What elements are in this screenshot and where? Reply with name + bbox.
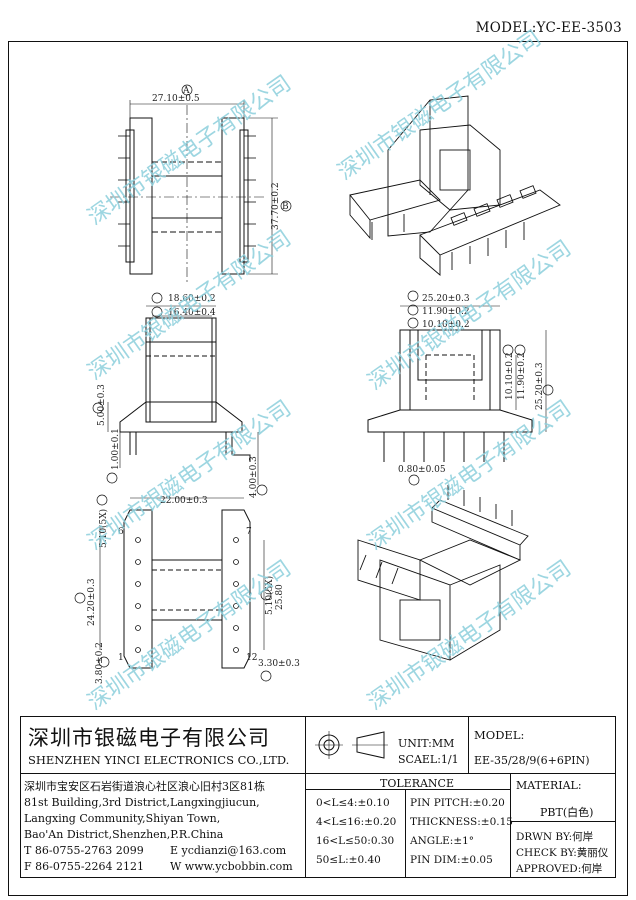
dim-v-value: 3.30±0.3 (258, 659, 300, 669)
dim-j-value: 10.10±0.2 (422, 320, 470, 330)
drawn-by: DRWN BY:何岸 (516, 831, 594, 843)
front-view (367, 290, 554, 486)
dim-k-value: 10.10±0.2 (505, 352, 515, 400)
email: E ycdianzi@163.com (170, 844, 287, 857)
material-label: MATERIAL: (516, 779, 582, 792)
approved-by: APPROVED:何岸 (516, 863, 603, 875)
company-name-en: SHENZHEN YINCI ELECTRONICS CO.,LTD. (28, 753, 290, 767)
dim-q-value: 5.10(5X) (98, 509, 109, 548)
angle: ANGLE:±1° (410, 835, 475, 847)
dim-u-value: 5.10(5X) (264, 576, 275, 615)
dim-r-value: 24.20±0.3 (87, 578, 97, 626)
dim-s-value: 3.80±0.2 (95, 642, 105, 684)
pin-dim: PIN DIM:±0.05 (410, 854, 493, 866)
dim-d-value: 16.40±0.4 (168, 308, 216, 318)
iso-view-top (349, 95, 561, 276)
iso-view-bottom (357, 485, 529, 661)
dim-e-value: 5.00±0.3 (97, 384, 107, 426)
pin-12-label: 12 (246, 653, 257, 663)
address-cn: 深圳市宝安区石岩街道浪心社区浪心旧村3区81栋 (24, 780, 265, 793)
side-view (92, 292, 268, 496)
address-en-3: Bao'An District,Shenzhen,P.R.China (24, 828, 224, 841)
technical-drawing: A 27.10±0.5 B 37.70±0.2 18.60±0.2 16.40±… (74, 84, 561, 684)
phone: T 86-0755-2763 2099 (24, 844, 144, 857)
unit-label: UNIT:MM (398, 737, 455, 750)
title-block: 深圳市银磁电子有限公司 SHENZHEN YINCI ELECTRONICS C… (20, 716, 616, 878)
bottom-view (74, 494, 272, 682)
pin-7-label: 7 (246, 527, 252, 537)
website: W www.ycbobbin.com (170, 860, 293, 873)
dim-t-value: 25.80 (275, 584, 285, 610)
dim-h-value: 25.20±0.3 (422, 294, 470, 304)
address-en-2: Langxing Community,Shiyan Town, (24, 812, 221, 825)
pin-6-label: 6 (118, 527, 124, 537)
dim-p-value: 22.00±0.3 (160, 496, 208, 506)
dim-a-label: A (182, 86, 190, 96)
tolerance-row-1: 0<L≤4:±0.10 (316, 797, 390, 809)
thickness: THICKNESS:±0.15 (410, 816, 513, 828)
dim-b-value: 37.70±0.2 (271, 182, 281, 230)
tolerance-row-2: 4<L≤16:±0.20 (316, 816, 397, 828)
dim-c-value: 18.60±0.2 (168, 294, 216, 304)
check-by: CHECK BY:黄丽仪 (516, 847, 609, 859)
top-view (110, 84, 292, 285)
tolerance-row-3: 16<L≤50:0.30 (316, 835, 395, 847)
material-value: PBT(白色) (540, 806, 594, 819)
projection-symbol-icon (315, 731, 388, 759)
tolerance-row-4: 50≤L:±0.40 (316, 854, 381, 866)
drawing-frame (8, 41, 628, 896)
scale-label: SCAEL:1/1 (398, 753, 459, 766)
pin-pitch: PIN PITCH:±0.20 (410, 797, 505, 809)
dim-g-value: 4.00±0.3 (249, 456, 259, 498)
dim-i-value: 11.90±0.2 (422, 307, 470, 317)
model-field-value: EE-35/28/9(6+6PIN) (474, 754, 590, 767)
model-field-label: MODEL: (474, 728, 525, 742)
address-en-1: 81st Building,3rd District,Langxingjiucu… (24, 796, 260, 809)
tolerance-title: TOLERANCE (380, 777, 454, 790)
model-header: MODEL:YC-EE-3503 (475, 20, 622, 36)
dim-a-value: 27.10±0.5 (152, 94, 200, 104)
dim-b-label: B (282, 202, 289, 212)
dim-f-value: 1.00±0.1 (111, 428, 121, 470)
fax: F 86-0755-2264 2121 (24, 860, 145, 873)
dim-m-value: 25.20±0.3 (535, 362, 545, 410)
pin-1-label: 1 (118, 653, 124, 663)
dim-n-value: 0.80±0.05 (398, 465, 446, 475)
company-name-cn: 深圳市银磁电子有限公司 (28, 726, 270, 750)
dim-l-value: 11.90±0.2 (517, 352, 527, 400)
